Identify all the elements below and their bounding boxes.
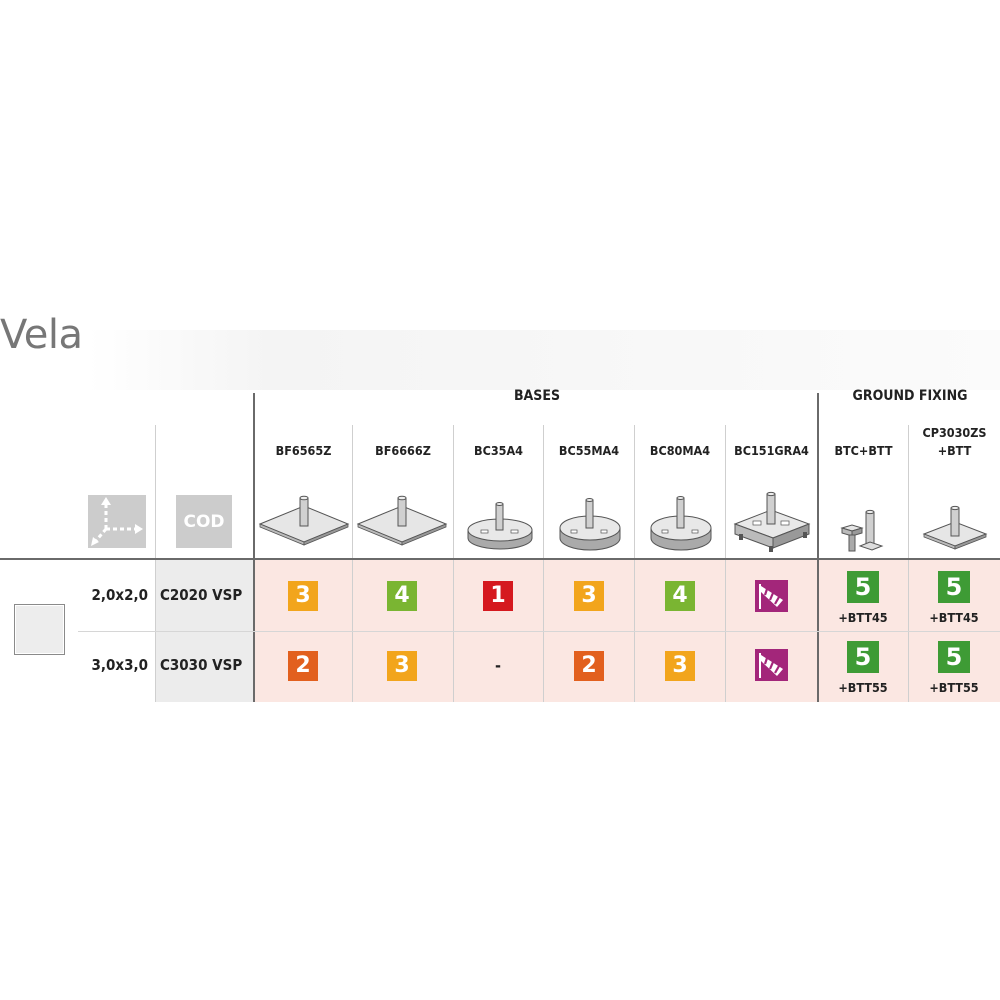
col-head-bc35a4: BC35A4 (474, 443, 523, 458)
row1-bc55ma4-rating: 3 (574, 581, 604, 611)
dimensions-icon (88, 495, 146, 548)
row2-btc-btt-suffix: +BTT55 (838, 680, 888, 695)
row2-size: 3,0x3,0 (91, 656, 148, 674)
col-head-btc-btt: BTC+BTT (834, 443, 893, 458)
row2-btc-btt-rating: 5 (847, 641, 879, 673)
base-bc80ma4-image (648, 490, 714, 558)
row2-bf6565z-rating: 2 (288, 651, 318, 681)
row1-btc-btt-suffix: +BTT45 (838, 610, 888, 625)
sail-square-image (14, 604, 65, 655)
divider-cod-left (155, 425, 156, 702)
col-head-bc151gra4: BC151GRA4 (734, 443, 809, 458)
row1-btc-btt-rating: 5 (847, 571, 879, 603)
divider (453, 425, 454, 702)
col-head-bc55ma4: BC55MA4 (558, 443, 620, 458)
divider (725, 425, 726, 702)
cod-header-label: COD (183, 511, 225, 532)
row1-cp3030zs-rating: 5 (938, 571, 970, 603)
base-bf6666z-image (356, 492, 448, 556)
base-bf6565z-image (258, 492, 350, 556)
col-head-bc80ma4: BC80MA4 (649, 443, 711, 458)
row-divider (78, 631, 1000, 632)
divider (352, 425, 353, 702)
row1-bc80ma4-rating: 4 (665, 581, 695, 611)
page-title: Vela (0, 312, 83, 358)
title-shadow (88, 330, 1000, 390)
row1-bc35a4-rating: 1 (483, 581, 513, 611)
base-bc55ma4-image (557, 490, 623, 558)
row2-bc35a4-empty: - (495, 656, 501, 675)
col-head-bf6666z: BF6666Z (375, 443, 431, 458)
ground-cp3030zs-image (922, 504, 988, 554)
cod-header: COD (176, 495, 232, 548)
row2-bc55ma4-rating: 2 (574, 651, 604, 681)
row2-cod: C3030 VSP (160, 656, 243, 674)
divider (634, 425, 635, 702)
row1-cod: C2020 VSP (160, 586, 243, 604)
row1-cp3030zs-suffix: +BTT45 (929, 610, 979, 625)
col-head-cp3030zs-line1: CP3030ZS (922, 425, 987, 440)
row2-cp3030zs-rating: 5 (938, 641, 970, 673)
group-label-bases: BASES (513, 388, 561, 404)
divider (908, 425, 909, 702)
header-divider (0, 558, 1000, 560)
row2-bc80ma4-rating: 3 (665, 651, 695, 681)
windsock-icon (755, 649, 788, 681)
ground-btc-btt-image (838, 506, 888, 560)
base-bc35a4-image (465, 492, 535, 558)
divider-bases-left (253, 393, 255, 702)
windsock-icon (755, 580, 788, 612)
row2-bf6666z-rating: 3 (387, 651, 417, 681)
row1-bf6666z-rating: 4 (387, 581, 417, 611)
row1-size: 2,0x2,0 (91, 586, 148, 604)
divider-ground-left (817, 393, 819, 702)
divider (543, 425, 544, 702)
col-head-bf6565z: BF6565Z (275, 443, 332, 458)
col-head-cp3030zs-line2: +BTT (937, 443, 972, 458)
base-bc151gra4-image (731, 488, 813, 558)
row2-cp3030zs-suffix: +BTT55 (929, 680, 979, 695)
row1-bf6565z-rating: 3 (288, 581, 318, 611)
group-label-ground-fixing: GROUND FIXING (852, 388, 968, 404)
